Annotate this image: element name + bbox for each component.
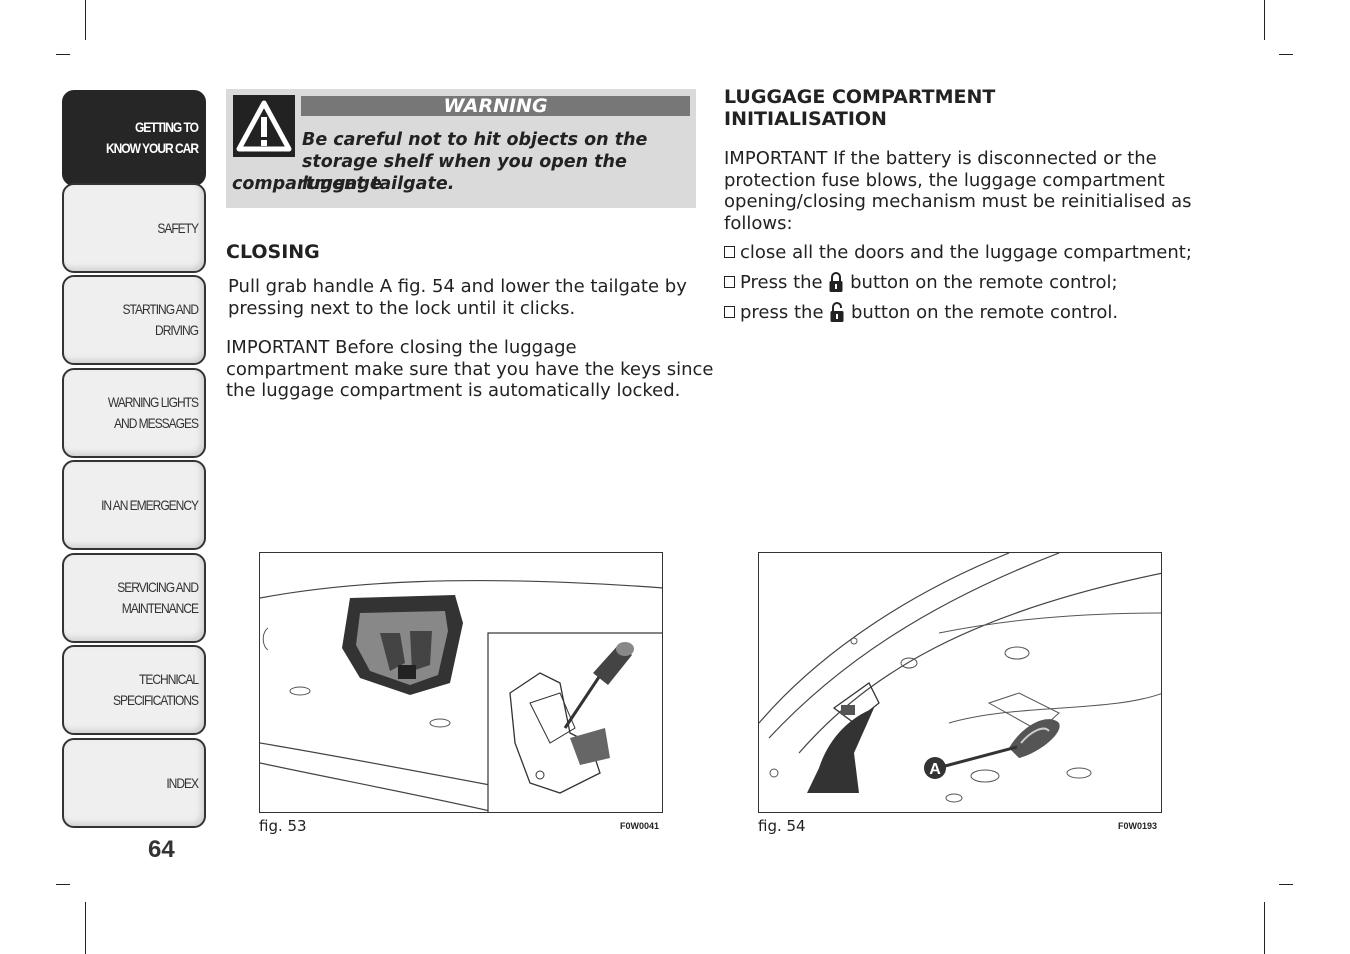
tab-safety[interactable]: SAFETY xyxy=(62,183,206,273)
closing-heading: CLOSING xyxy=(226,241,320,263)
figure-code: F0W0041 xyxy=(620,821,660,831)
closing-paragraph: Pull grab handle A fig. 54 and lower the… xyxy=(228,276,687,319)
warning-box: WARNING Be careful not to hit objects on… xyxy=(226,89,696,208)
list-item: close all the doors and the luggage comp… xyxy=(724,242,1192,264)
tab-label: SAFETY xyxy=(157,219,199,236)
list-item: Press the button on the remote control; xyxy=(724,271,1118,294)
callout-label: A xyxy=(929,761,941,778)
crop-mark xyxy=(56,54,70,55)
warning-text-line: compartment tailgate. xyxy=(232,174,455,194)
figure-caption: fig. 53 xyxy=(259,817,307,835)
lock-closed-icon xyxy=(829,272,843,292)
figure-code: F0W0193 xyxy=(1118,821,1158,831)
page-number: 64 xyxy=(148,836,175,863)
closing-important-paragraph: IMPORTANT Before closing the luggage com… xyxy=(226,337,714,401)
figure-53-illustration xyxy=(259,552,663,813)
crop-mark xyxy=(56,884,70,885)
list-item: press the button on the remote control. xyxy=(724,301,1118,324)
crop-mark xyxy=(1279,54,1293,55)
tab-in-an-emergency[interactable]: IN AN EMERGENCY xyxy=(62,460,206,550)
crop-mark xyxy=(1264,0,1265,40)
lock-open-icon xyxy=(830,302,844,322)
figure-caption: fig. 54 xyxy=(758,817,806,835)
crop-mark xyxy=(85,0,86,40)
tab-label: IN AN EMERGENCY xyxy=(101,496,199,513)
checkbox-bullet-icon xyxy=(724,306,735,318)
warning-triangle-icon xyxy=(233,95,295,157)
warning-title: WARNING xyxy=(301,96,690,116)
tab-index[interactable]: INDEX xyxy=(62,738,206,828)
initialisation-paragraph: IMPORTANT If the battery is disconnected… xyxy=(724,148,1192,234)
checkbox-bullet-icon xyxy=(724,246,735,258)
figure-54-illustration: A xyxy=(758,552,1162,813)
checkbox-bullet-icon xyxy=(724,276,735,288)
crop-mark xyxy=(85,902,86,954)
tab-label: INDEX xyxy=(166,774,199,791)
crop-mark xyxy=(1279,884,1293,885)
crop-mark xyxy=(1264,902,1265,954)
initialisation-heading: LUGGAGE COMPARTMENT INITIALISATION xyxy=(724,86,996,130)
warning-text-line: storage shelf when you open the luggage xyxy=(302,152,627,194)
warning-text-line: Be careful not to hit objects on the xyxy=(302,130,648,150)
